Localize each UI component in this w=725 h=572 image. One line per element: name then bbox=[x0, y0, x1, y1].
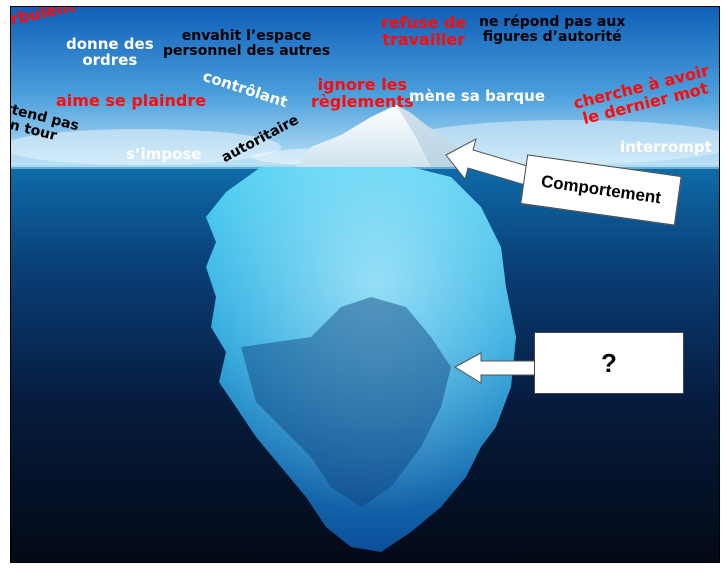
word-aime-se-plaindre: aime se plaindre bbox=[56, 91, 207, 110]
slide-frame: turbulent donne des ordres envahit l’esp… bbox=[10, 6, 720, 563]
iceberg-underwater-glow bbox=[206, 167, 516, 552]
word-interrompt: interrompt bbox=[620, 138, 712, 156]
callout-question: ? bbox=[534, 332, 684, 394]
word-envahit-espace: envahit l’espace personnel des autres bbox=[163, 28, 331, 59]
word-ignore-reglements: ignore les règlements bbox=[311, 75, 414, 111]
cloud bbox=[11, 129, 281, 165]
word-mene-sa-barque: mène sa barque bbox=[409, 87, 545, 105]
iceberg-scene bbox=[11, 7, 719, 562]
word-ne-repond-pas: ne répond pas aux figures d’autorité bbox=[479, 14, 626, 45]
word-s-impose: s’impose bbox=[126, 145, 202, 163]
word-donne-des-ordres: donne des ordres bbox=[66, 35, 154, 69]
iceberg-shadow bbox=[241, 297, 451, 507]
word-refuse-travailler: refuse de travailler bbox=[381, 13, 467, 49]
